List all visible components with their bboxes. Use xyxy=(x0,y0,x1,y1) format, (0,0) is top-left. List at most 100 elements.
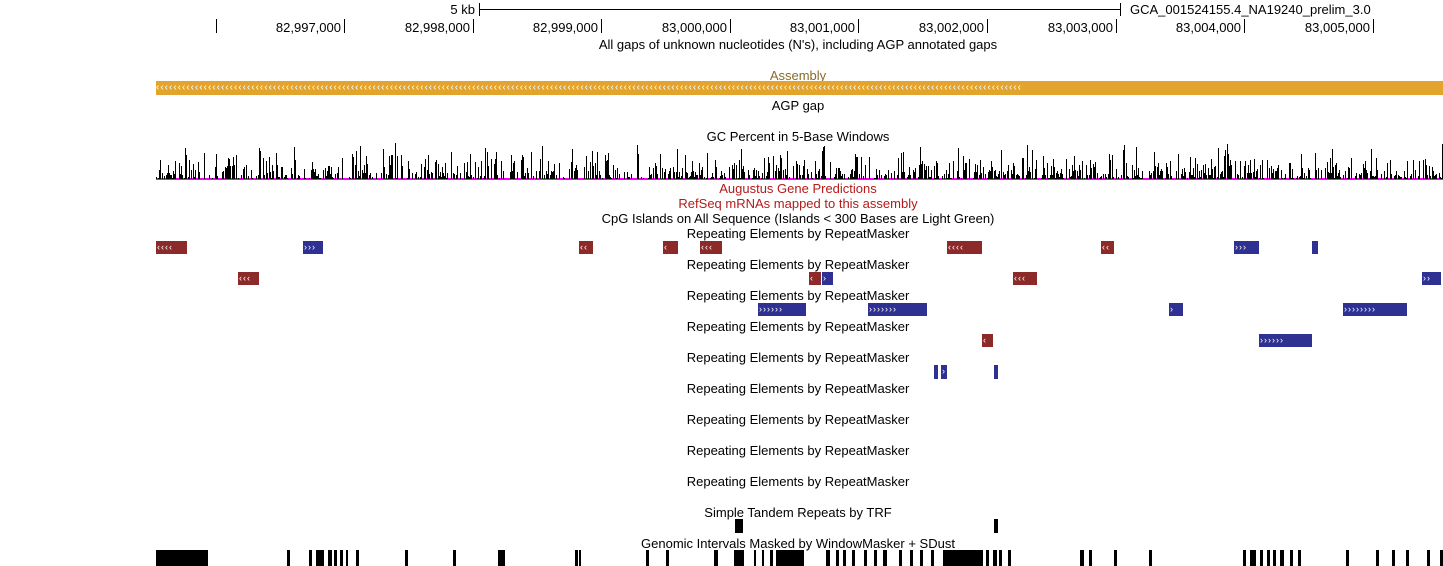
rmsk-feature[interactable]: ‹‹‹ xyxy=(1013,272,1037,285)
gc-bar xyxy=(1340,177,1341,179)
gc-bar xyxy=(1116,169,1117,179)
gc-bar xyxy=(707,153,708,179)
gc-bar xyxy=(1321,170,1322,179)
windowmasker-feature xyxy=(1008,550,1011,566)
gc-bar xyxy=(1138,168,1139,179)
gc-bar xyxy=(513,163,514,179)
gc-bar xyxy=(1345,171,1346,179)
rmsk-track-title[interactable]: Repeating Elements by RepeatMasker xyxy=(686,412,910,427)
rmsk-feature[interactable]: ‹ xyxy=(982,334,993,347)
gc-bar xyxy=(1106,177,1107,179)
trf-track-title[interactable]: Simple Tandem Repeats by TRF xyxy=(704,505,892,520)
gc-bar xyxy=(369,175,370,179)
rmsk-feature[interactable]: ››› xyxy=(303,241,323,254)
gc-bar xyxy=(808,174,809,179)
gc-bar xyxy=(995,170,996,179)
gc-bar xyxy=(1333,167,1334,179)
gc-percent-graph[interactable] xyxy=(156,142,1443,180)
gc-bar xyxy=(759,176,760,179)
gc-bar xyxy=(1256,171,1257,179)
gc-bar xyxy=(817,178,818,179)
gc-bar xyxy=(501,161,502,179)
scale-label: 5 kb xyxy=(450,2,475,17)
cpg-track-title[interactable]: CpG Islands on All Sequence (Islands < 3… xyxy=(601,211,995,226)
gc-bar xyxy=(1386,177,1387,179)
augustus-track-title[interactable]: Augustus Gene Predictions xyxy=(719,181,877,196)
assembly-track-title[interactable]: Assembly xyxy=(769,68,827,83)
gc-bar xyxy=(209,175,210,179)
rmsk-feature[interactable]: ‹ xyxy=(809,272,821,285)
rmsk-track-title[interactable]: Repeating Elements by RepeatMasker xyxy=(686,443,910,458)
gc-bar xyxy=(439,176,440,179)
gc-bar xyxy=(793,166,794,179)
gc-bar xyxy=(1297,176,1298,179)
rmsk-feature[interactable]: ›››››› xyxy=(1259,334,1312,347)
gc-bar xyxy=(980,160,981,179)
rmsk-track-title[interactable]: Repeating Elements by RepeatMasker xyxy=(686,288,910,303)
windowmasker-feature xyxy=(931,550,934,566)
rmsk-feature[interactable]: ‹‹ xyxy=(579,241,593,254)
gc-bar xyxy=(1306,176,1307,179)
rmsk-track-title[interactable]: Repeating Elements by RepeatMasker xyxy=(686,226,910,241)
agp-track-title[interactable]: AGP gap xyxy=(771,98,825,113)
rmsk-feature[interactable]: ‹‹‹ xyxy=(238,272,259,285)
windowmasker-feature xyxy=(1260,550,1263,566)
rmsk-track-title[interactable]: Repeating Elements by RepeatMasker xyxy=(686,350,910,365)
gc-bar xyxy=(1229,166,1230,179)
trf-features[interactable] xyxy=(156,519,1443,533)
gc-bar xyxy=(920,147,921,179)
rmsk-feature[interactable]: ›› xyxy=(1422,272,1441,285)
gc-bar xyxy=(1332,149,1333,179)
gc-bar xyxy=(712,173,713,179)
rmsk-feature[interactable]: › xyxy=(822,272,833,285)
gc-bar xyxy=(1182,169,1183,179)
rmsk-feature[interactable]: ‹‹ xyxy=(1101,241,1114,254)
windowmasker-feature xyxy=(986,550,989,566)
gc-bar xyxy=(1435,175,1436,179)
rmsk-feature[interactable]: ‹‹‹ xyxy=(700,241,722,254)
gc-bar xyxy=(1162,171,1163,179)
rmsk-feature[interactable] xyxy=(1312,241,1318,254)
rmsk-feature[interactable]: ‹‹‹‹ xyxy=(156,241,187,254)
windowmasker-features[interactable] xyxy=(156,550,1443,566)
gc-bar xyxy=(1072,165,1073,179)
gc-bar xyxy=(270,172,271,179)
rmsk-track-title[interactable]: Repeating Elements by RepeatMasker xyxy=(686,319,910,334)
gc-bar xyxy=(1134,170,1135,179)
rmsk-feature[interactable]: › xyxy=(941,365,947,379)
windowmasker-track-title[interactable]: Genomic Intervals Masked by WindowMasker… xyxy=(641,536,955,551)
rmsk-feature[interactable]: ››››››› xyxy=(868,303,927,316)
rmsk-feature[interactable]: ‹‹‹‹ xyxy=(947,241,982,254)
gap-track-title[interactable]: All gaps of unknown nucleotides (N's), i… xyxy=(598,37,998,52)
rmsk-track-title[interactable]: Repeating Elements by RepeatMasker xyxy=(686,381,910,396)
gc-bar xyxy=(1381,174,1382,179)
gc-track-title[interactable]: GC Percent in 5-Base Windows xyxy=(706,129,890,144)
windowmasker-feature xyxy=(356,550,359,566)
rmsk-track-title[interactable]: Repeating Elements by RepeatMasker xyxy=(686,474,910,489)
assembly-bar[interactable]: ‹‹‹‹‹‹‹‹‹‹‹‹‹‹‹‹‹‹‹‹‹‹‹‹‹‹‹‹‹‹‹‹‹‹‹‹‹‹‹‹… xyxy=(156,81,1443,95)
rmsk-feature[interactable]: ›››››› xyxy=(758,303,806,316)
gc-bar xyxy=(428,155,429,179)
gc-bar xyxy=(174,174,175,179)
gc-bar xyxy=(1410,176,1411,179)
gc-bar xyxy=(861,157,862,179)
gc-bar xyxy=(528,173,529,179)
rmsk-feature[interactable]: ›››››››› xyxy=(1343,303,1407,316)
rmsk-track-title[interactable]: Repeating Elements by RepeatMasker xyxy=(686,257,910,272)
rmsk-feature[interactable]: ‹ xyxy=(663,241,678,254)
gc-bar xyxy=(936,161,937,179)
ruler-tick xyxy=(1373,19,1374,33)
rmsk-feature[interactable]: ››› xyxy=(1234,241,1259,254)
gc-bar xyxy=(576,165,577,179)
rmsk-feature[interactable] xyxy=(994,365,998,379)
gc-bar xyxy=(869,157,870,179)
gc-bar xyxy=(1160,171,1161,179)
gc-bar xyxy=(650,175,651,179)
rmsk-feature[interactable]: › xyxy=(1169,303,1183,316)
gc-bar xyxy=(1301,154,1302,179)
windowmasker-feature xyxy=(1392,550,1395,566)
gc-bar xyxy=(1325,168,1326,179)
rmsk-feature[interactable] xyxy=(934,365,938,379)
gc-bar xyxy=(874,178,875,179)
refseq-track-title[interactable]: RefSeq mRNAs mapped to this assembly xyxy=(678,196,918,211)
